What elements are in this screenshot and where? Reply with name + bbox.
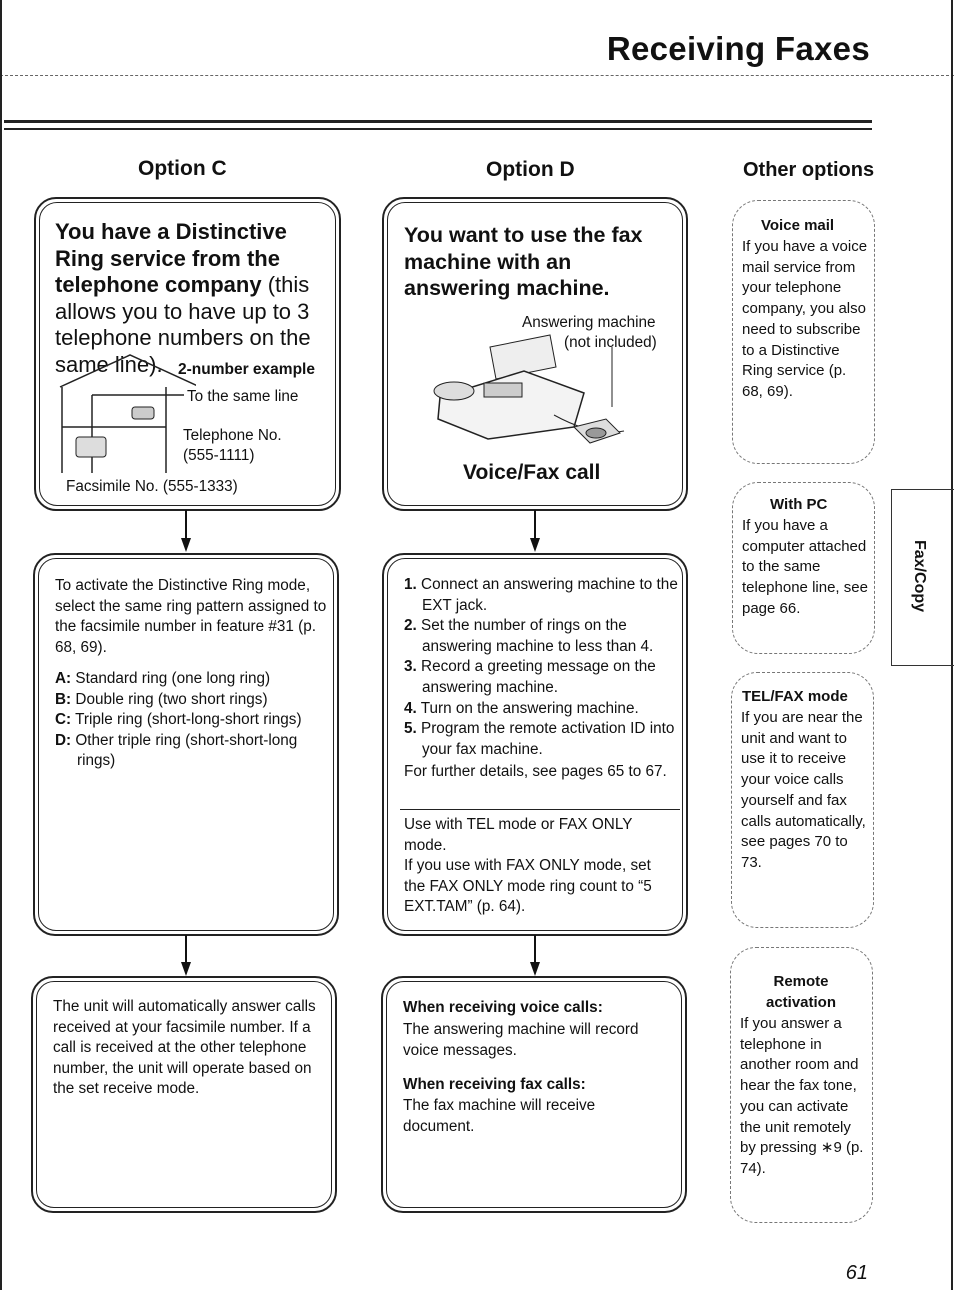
fax-calls-text: The fax machine will receive document.	[403, 1096, 643, 1137]
fax-only-note: If you use with FAX ONLY mode, set the F…	[404, 856, 674, 918]
left-border	[0, 0, 2, 1290]
ring-pattern-list: A: Standard ring (one long ring) B: Doub…	[55, 669, 335, 772]
remote-activation-text: If you answer a telephone in another roo…	[740, 1014, 870, 1180]
step-1: 1. Connect an answering machine to the E…	[404, 575, 684, 616]
step-2: 2. Set the number of rings on the answer…	[404, 616, 684, 657]
house-diagram	[56, 351, 196, 481]
top-rule	[4, 120, 872, 123]
voice-fax-call-label: Voice/Fax call	[463, 461, 600, 485]
step-5: 5. Program the remote activation ID into…	[404, 719, 684, 760]
distinctive-ring-bold: You have a Distinctive Ring service from…	[55, 219, 287, 297]
option-d-condition-box: You want to use the fax machine with an …	[382, 197, 688, 511]
page-number: 61	[846, 1262, 868, 1285]
other-options-heading: Other options	[743, 159, 874, 182]
option-c-result-text: The unit will automatically answer calls…	[53, 997, 331, 1100]
remote-activation-title: Remote activation	[761, 972, 841, 1013]
voice-calls-text: The answering machine will record voice …	[403, 1020, 673, 1061]
note-divider	[400, 809, 680, 810]
distinctive-ring-instructions: To activate the Distinctive Ring mode, s…	[55, 576, 330, 658]
arrow-c1	[185, 510, 187, 540]
top-rule-2	[4, 128, 872, 130]
ring-item-c: C: Triple ring (short-long-short rings)	[55, 710, 335, 731]
diagram-title: 2-number example	[178, 361, 315, 379]
arrow-d2	[534, 935, 536, 965]
ring-item-a: A: Standard ring (one long ring)	[55, 669, 335, 690]
tel-mode-note: Use with TEL mode or FAX ONLY mode.	[404, 815, 674, 856]
tel-fax-mode-title: TEL/FAX mode	[742, 687, 848, 708]
voice-mail-box: Voice mail If you have a voice mail serv…	[732, 200, 875, 464]
ring-item-b: B: Double ring (two short rings)	[55, 690, 335, 711]
fax-copy-side-tab: Fax/Copy	[891, 489, 954, 666]
with-pc-box: With PC If you have a computer attached …	[732, 482, 875, 654]
option-c-result-box: The unit will automatically answer calls…	[31, 976, 337, 1213]
arrow-c2	[185, 935, 187, 965]
step-4: 4. Turn on the answering machine.	[404, 699, 684, 720]
step-3: 3. Record a greeting message on the answ…	[404, 657, 684, 698]
header-divider	[0, 75, 954, 76]
ring-item-d: D: Other triple ring (short-short-long r…	[55, 731, 335, 772]
further-details: For further details, see pages 65 to 67.	[404, 762, 674, 783]
telephone-label: Telephone No.	[183, 426, 282, 447]
telephone-number: (555-1111)	[183, 446, 254, 467]
answering-machine-title: You want to use the fax machine with an …	[404, 222, 679, 302]
arrow-c2-head	[181, 962, 191, 976]
tel-fax-mode-text: If you are near the unit and want to use…	[741, 708, 869, 874]
option-c-heading: Option C	[138, 157, 227, 181]
facsimile-label: Facsimile No. (555-1333)	[66, 477, 238, 498]
setup-steps: 1. Connect an answering machine to the E…	[404, 575, 684, 760]
option-d-result-box: When receiving voice calls: The answerin…	[381, 976, 687, 1213]
remote-activation-box: Remote activation If you answer a teleph…	[730, 947, 873, 1223]
fax-calls-heading: When receiving fax calls:	[403, 1075, 586, 1096]
arrow-c1-head	[181, 538, 191, 552]
option-c-instructions-box: To activate the Distinctive Ring mode, s…	[33, 553, 339, 936]
with-pc-title: With PC	[770, 495, 827, 516]
arrow-d1	[534, 510, 536, 540]
same-line-label: To the same line	[187, 387, 298, 408]
option-d-heading: Option D	[486, 158, 575, 182]
option-d-instructions-box: 1. Connect an answering machine to the E…	[382, 553, 688, 936]
voice-mail-text: If you have a voice mail service from yo…	[742, 237, 870, 403]
arrow-d2-head	[530, 962, 540, 976]
arrow-d1-head	[530, 538, 540, 552]
fax-machine-illustration	[424, 327, 664, 447]
with-pc-text: If you have a computer attached to the s…	[742, 516, 870, 620]
side-tab-label: Fax/Copy	[910, 540, 928, 612]
voice-calls-heading: When receiving voice calls:	[403, 998, 603, 1019]
option-c-condition-box: You have a Distinctive Ring service from…	[34, 197, 341, 511]
page-title: Receiving Faxes	[607, 30, 870, 68]
voice-mail-title: Voice mail	[761, 216, 834, 237]
tel-fax-mode-box: TEL/FAX mode If you are near the unit an…	[731, 672, 874, 928]
